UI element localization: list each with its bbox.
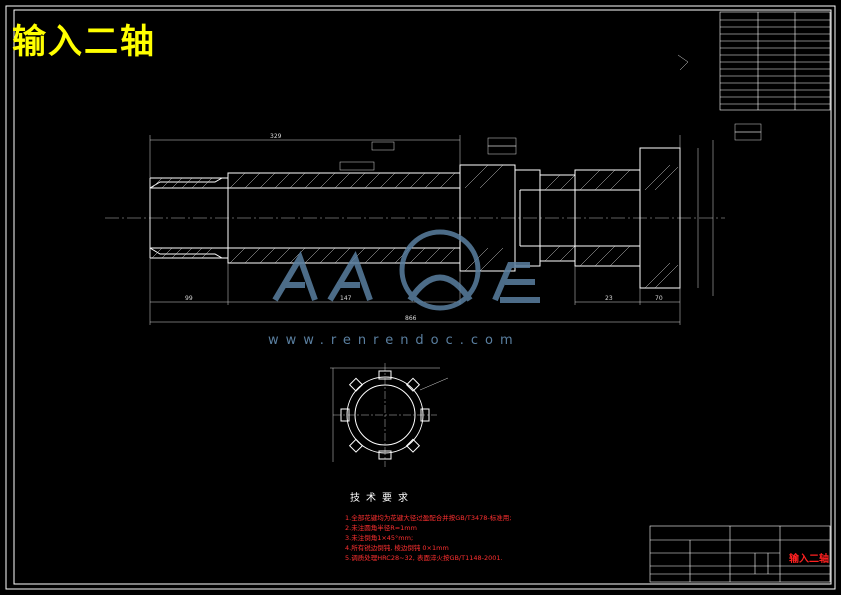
- tech-note: 3.未注倒角1×45°mm;: [345, 534, 414, 542]
- dim-right: 23: [605, 295, 613, 302]
- tech-note: 4.所有锐边倒钝, 棱边倒钝 0×1mm: [345, 544, 449, 552]
- dim-mid: 147: [340, 295, 352, 302]
- drawing-title: 输入二轴: [12, 22, 156, 62]
- dim-left: 99: [185, 295, 193, 302]
- drawing-frame: [13, 9, 832, 585]
- dim-overall: 866: [405, 315, 417, 322]
- tech-note: 1.全部花键均为花键大径过盈配合并按GB/T3478-标准用;: [345, 514, 512, 522]
- watermark-url: www.renrendoc.com: [268, 333, 520, 348]
- section-hatch: [151, 164, 679, 289]
- spline-section: [330, 363, 449, 467]
- dim-top: 329: [270, 133, 282, 140]
- dimension-text: 866 99 147 23 70 329: [185, 133, 663, 322]
- tech-requirements-title: 技术要求: [350, 493, 414, 504]
- title-block-part-name: 输入二轴: [789, 554, 829, 565]
- title-block: [649, 525, 831, 583]
- tech-note: 2.未注圆角半径R=1mm: [345, 524, 417, 532]
- dimension-lines: [149, 54, 762, 325]
- dim-end: 70: [655, 295, 663, 302]
- tech-note: 5.调质处理HRC28~32, 表面淬火按GB/T1148-2001.: [345, 554, 503, 562]
- sheet-border: [5, 5, 836, 590]
- parameter-table: [719, 11, 831, 111]
- watermark-logo: [272, 229, 540, 311]
